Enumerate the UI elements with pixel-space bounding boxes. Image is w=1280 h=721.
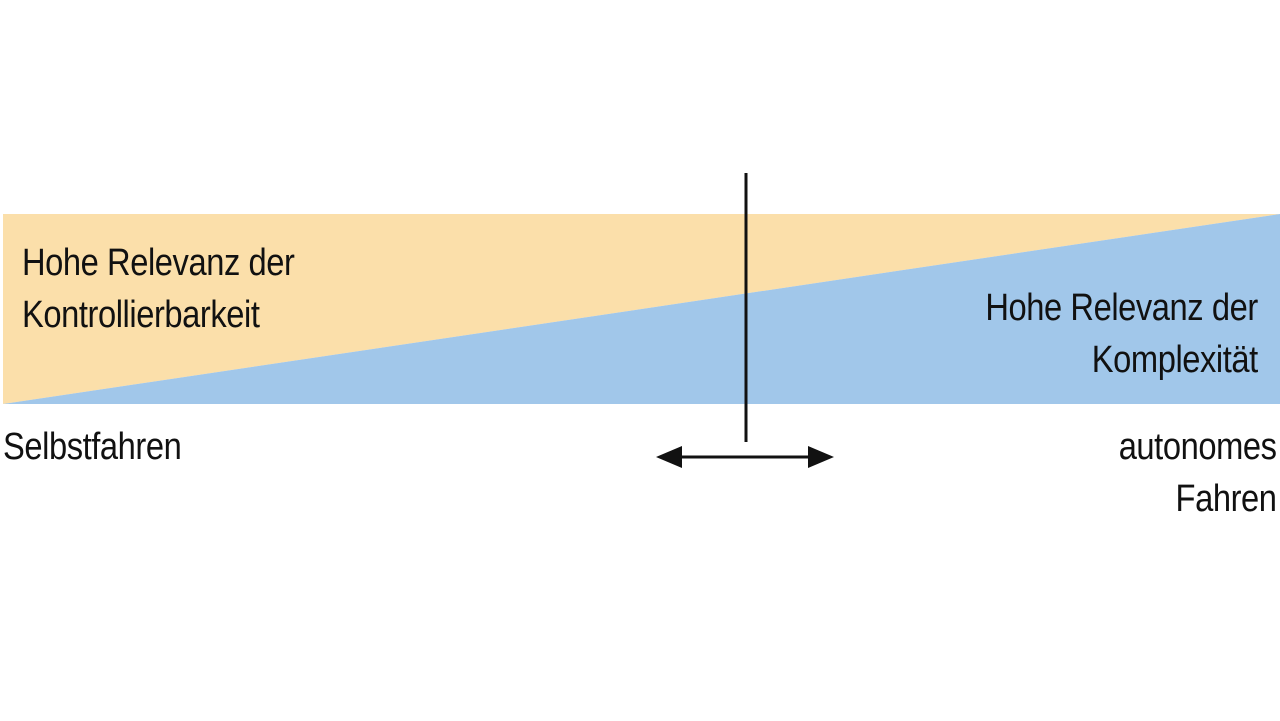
axis-right-end-label: autonomes Fahren bbox=[1119, 421, 1277, 525]
komplexitaet-label-line2: Komplexität bbox=[1091, 339, 1258, 381]
kontrollierbarkeit-label-line1: Hohe Relevanz der bbox=[22, 242, 295, 284]
komplexitaet-label-line1: Hohe Relevanz der bbox=[985, 287, 1259, 329]
komplexitaet-label: Hohe Relevanz der Komplexität bbox=[985, 282, 1259, 386]
selbstfahren-label: Selbstfahren bbox=[3, 426, 182, 468]
axis-left-end-label: Selbstfahren bbox=[3, 421, 182, 473]
autonomes-label: autonomes bbox=[1119, 426, 1277, 468]
kontrollierbarkeit-label-line2: Kontrollierbarkeit bbox=[22, 294, 260, 336]
fahren-label: Fahren bbox=[1176, 478, 1277, 520]
kontrollierbarkeit-label: Hohe Relevanz der Kontrollierbarkeit bbox=[22, 237, 295, 341]
double-headed-arrow-icon bbox=[656, 446, 834, 468]
komplexitaet-region bbox=[3, 214, 1280, 404]
